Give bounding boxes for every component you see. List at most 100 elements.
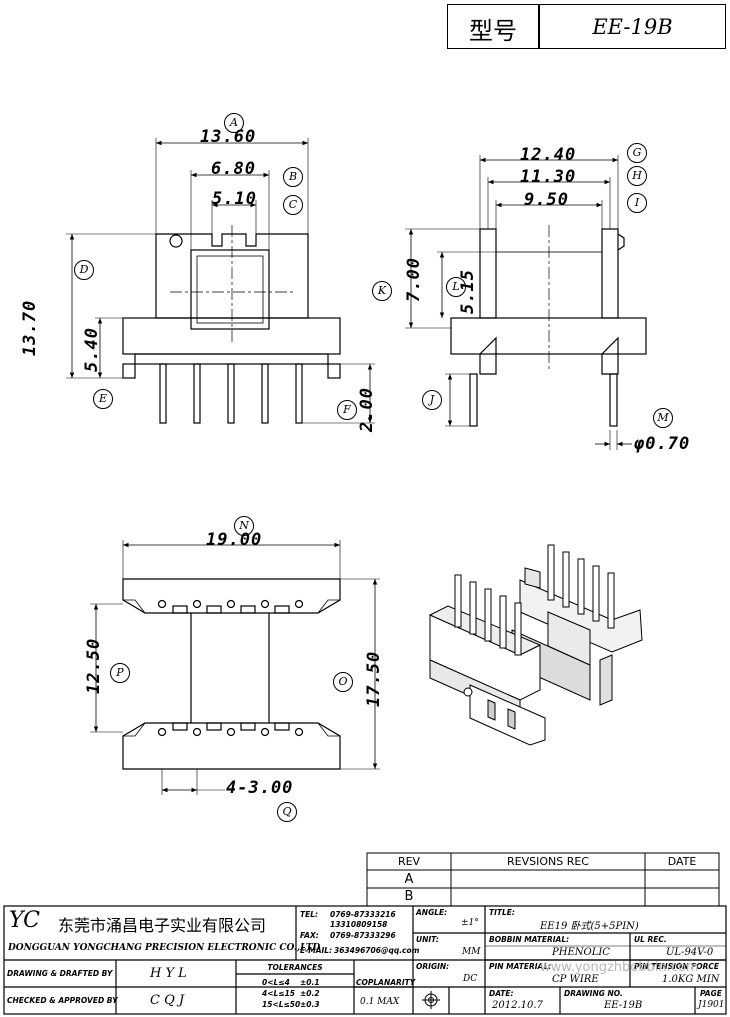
rev-row-a: A — [404, 872, 414, 887]
tag-n: N — [234, 516, 254, 536]
email-label: E-MAIL: — [300, 946, 333, 955]
drawn-by-value: H Y L — [150, 966, 187, 981]
tolerance-value-2: ±0.2 — [300, 989, 320, 998]
fax-number: 0769-87333296 — [330, 931, 396, 940]
tolerances-label: TOLERANCES — [267, 963, 323, 972]
title-label: TITLE: — [489, 908, 515, 917]
model-label: 型号 — [469, 17, 517, 45]
company-logo: YC — [9, 908, 40, 933]
dim-h-11-30: 11.30 — [520, 167, 577, 187]
pin-material-value: CP WIRE — [552, 974, 599, 985]
dim-b-6-80: 6.80 — [211, 159, 256, 179]
tel-number-2: 13310809158 — [330, 920, 388, 929]
tag-o: O — [333, 672, 353, 692]
drawn-by-label: DRAWING & DRAFTED BY — [7, 969, 113, 978]
ul-rec-value: UL-94V-0 — [666, 947, 714, 958]
bottom-view — [90, 540, 380, 795]
angle-label: ANGLE: — [416, 908, 448, 917]
company-name-en: DONGGUAN YONGCHANG PRECISION ELECTRONIC … — [8, 943, 321, 953]
drawing-no-value: EE-19B — [604, 1000, 643, 1011]
top-view-core-inner — [196, 255, 264, 324]
bobbin-material-value: PHENOLIC — [552, 947, 610, 958]
tag-i: I — [627, 193, 647, 213]
tag-b: B — [283, 167, 303, 187]
top-view-flange-step — [134, 353, 329, 365]
dim-i-9-50: 9.50 — [524, 190, 569, 210]
side-view-left-pin — [469, 373, 478, 427]
fax-label: FAX: — [300, 931, 319, 940]
date-label: DATE: — [489, 989, 514, 998]
checked-by-value: C Q J — [150, 993, 185, 1008]
unit-value: MM — [462, 947, 481, 957]
dim-o-17-50: 17.50 — [364, 650, 384, 707]
origin-label: ORIGIN: — [416, 962, 450, 971]
dim-k-7-00: 7.00 — [404, 257, 424, 302]
side-view-right-wall — [601, 228, 619, 319]
position-tolerance-icon — [422, 991, 440, 1009]
dim-l-5-15: 5.15 — [458, 269, 478, 314]
dim-e-5-40: 5.40 — [82, 327, 102, 372]
bottom-view-pin-pads-bottom — [157, 722, 304, 737]
tag-l: L — [446, 277, 466, 297]
tag-c: C — [283, 195, 303, 215]
tag-m: M — [653, 408, 673, 428]
origin-value: DC — [463, 974, 478, 984]
model-number: EE-19B — [592, 15, 673, 39]
unit-label: UNIT: — [416, 935, 439, 944]
dim-a-13-60: 13.60 — [200, 127, 257, 147]
tolerance-value-3: ±0.3 — [300, 1000, 320, 1009]
model-header-divider — [538, 5, 540, 48]
bottom-view-bottom-flange — [122, 722, 341, 770]
tag-p: P — [110, 663, 130, 683]
side-view-left-wall — [479, 228, 497, 319]
rev-header: REV — [397, 855, 421, 868]
top-view-mounting-hole — [169, 234, 183, 248]
tolerance-range-3: 15<L≤50 — [262, 1000, 301, 1009]
pin-tension-value: 1.0KG MIN — [662, 974, 720, 985]
dim-c-5-10: 5.10 — [212, 189, 257, 209]
side-view — [405, 155, 647, 450]
angle-value: ±1° — [461, 918, 479, 928]
dim-m-pin-diameter: φ0.70 — [634, 434, 691, 454]
drawing-no-label: DRAWING NO. — [564, 989, 623, 998]
page-label: PAGE — [700, 989, 722, 998]
tag-f: F — [337, 400, 357, 420]
dim-n-19-00: 19.00 — [206, 530, 263, 550]
checked-by-label: CHECKED & APPROVED BY — [7, 996, 118, 1005]
dim-f-2-00: 2.00 — [357, 387, 377, 432]
rev-row-b: B — [404, 889, 414, 904]
title-value: EE19 卧式(5+5PIN) — [540, 921, 639, 932]
company-name-cn: 东莞市涌昌电子实业有限公司 — [58, 916, 267, 935]
page-value: J1901 — [698, 1000, 725, 1010]
tag-a: A — [224, 113, 244, 133]
ul-rec-label: UL REC. — [634, 935, 667, 944]
isometric-view — [428, 544, 643, 746]
dim-g-12-40: 12.40 — [520, 145, 577, 165]
tolerance-value-1: ±0.1 — [300, 978, 320, 987]
side-view-right-pin — [609, 373, 618, 427]
website-watermark: www.yongzhbobbin.com — [540, 960, 699, 975]
tag-g: G — [627, 143, 647, 163]
tag-d: D — [74, 260, 94, 280]
dim-d-13-70: 13.70 — [20, 299, 40, 356]
dim-q-4x3-00: 4-3.00 — [226, 778, 294, 798]
tolerance-range-2: 4<L≤15 — [262, 989, 296, 998]
side-view-flange — [450, 317, 647, 355]
top-view-core — [190, 249, 270, 330]
pin-tension-label: PIN TENSION FORCE — [634, 962, 720, 971]
bobbin-material-label: BOBBIN MATERIAL: — [489, 935, 570, 944]
model-header: 型号 EE-19B — [447, 4, 726, 49]
date-value: 2012.10.7 — [492, 1000, 543, 1011]
tolerance-range-1: 0<L≤4 — [262, 978, 290, 987]
date-header: DATE — [667, 855, 697, 868]
revisions-header: REVSIONS REC — [507, 855, 589, 868]
pin-material-label: PIN MATERIAL: — [489, 962, 552, 971]
tag-j: J — [422, 390, 442, 410]
tag-h: H — [627, 166, 647, 186]
top-view-pins — [159, 363, 303, 424]
tag-e: E — [93, 389, 113, 409]
tel-label: TEL: — [300, 910, 319, 919]
email-address: 363496706@qq.com — [334, 946, 420, 955]
